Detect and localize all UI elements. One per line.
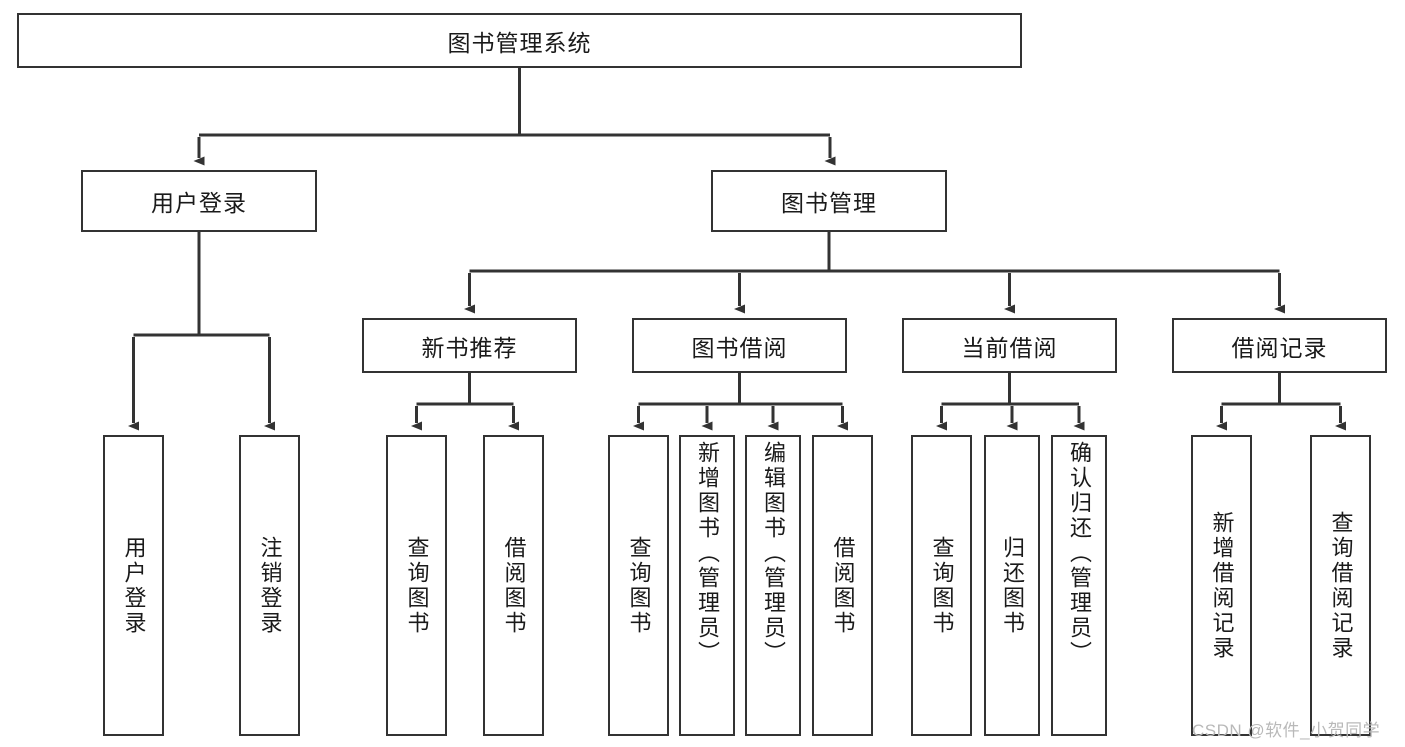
node-borrow-record[interactable]: 借阅记录: [1172, 318, 1387, 373]
node-book-borrow-label: 图书借阅: [691, 334, 788, 361]
node-current-borrow[interactable]: 当前借阅: [902, 318, 1117, 373]
leaf-edit-book-admin-label: 编辑图书（管理员）: [761, 441, 786, 666]
leaf-query-book-current-label: 查询图书: [929, 535, 955, 636]
leaf-confirm-return-admin-label: 确认归还（管理员）: [1067, 441, 1092, 666]
leaf-borrow-book-recommend[interactable]: 借阅图书: [483, 435, 544, 736]
leaf-query-book-borrow-label: 查询图书: [626, 535, 652, 636]
leaf-add-book-admin-label: 新增图书（管理员）: [695, 441, 720, 666]
leaf-return-book-label: 归还图书: [1000, 535, 1025, 636]
node-user-login[interactable]: 用户登录: [81, 170, 317, 232]
node-book-borrow[interactable]: 图书借阅: [632, 318, 847, 373]
leaf-add-borrow-record-label: 新增借阅记录: [1209, 510, 1235, 661]
leaf-add-book-admin[interactable]: 新增图书（管理员）: [679, 435, 735, 736]
leaf-query-borrow-record[interactable]: 查询借阅记录: [1310, 435, 1371, 736]
leaf-query-book-recommend-label: 查询图书: [404, 535, 430, 636]
leaf-query-book-borrow[interactable]: 查询图书: [608, 435, 669, 736]
node-new-book-recommend[interactable]: 新书推荐: [362, 318, 577, 373]
leaf-user-login[interactable]: 用户登录: [103, 435, 164, 736]
node-root-label: 图书管理系统: [447, 29, 592, 56]
leaf-edit-book-admin[interactable]: 编辑图书（管理员）: [745, 435, 801, 736]
node-book-management-label: 图书管理: [781, 190, 877, 216]
leaf-logout[interactable]: 注销登录: [239, 435, 300, 736]
leaf-query-borrow-record-label: 查询借阅记录: [1328, 510, 1354, 661]
node-current-borrow-label: 当前借阅: [961, 334, 1058, 361]
leaf-return-book[interactable]: 归还图书: [984, 435, 1040, 736]
leaf-borrow-book-label: 借阅图书: [830, 535, 856, 636]
node-borrow-record-label: 借阅记录: [1231, 334, 1328, 361]
leaf-borrow-book[interactable]: 借阅图书: [812, 435, 873, 736]
leaf-query-book-recommend[interactable]: 查询图书: [386, 435, 447, 736]
leaf-logout-label: 注销登录: [257, 535, 283, 636]
node-user-login-label: 用户登录: [151, 190, 247, 216]
leaf-borrow-book-recommend-label: 借阅图书: [501, 535, 527, 636]
node-root[interactable]: 图书管理系统: [17, 13, 1022, 68]
leaf-user-login-label: 用户登录: [121, 535, 147, 636]
leaf-add-borrow-record[interactable]: 新增借阅记录: [1191, 435, 1252, 736]
leaf-confirm-return-admin[interactable]: 确认归还（管理员）: [1051, 435, 1107, 736]
node-new-book-recommend-label: 新书推荐: [421, 334, 518, 361]
leaf-query-book-current[interactable]: 查询图书: [911, 435, 972, 736]
watermark: CSDN @软件_小贺同学: [1192, 721, 1381, 740]
node-book-management[interactable]: 图书管理: [711, 170, 947, 232]
